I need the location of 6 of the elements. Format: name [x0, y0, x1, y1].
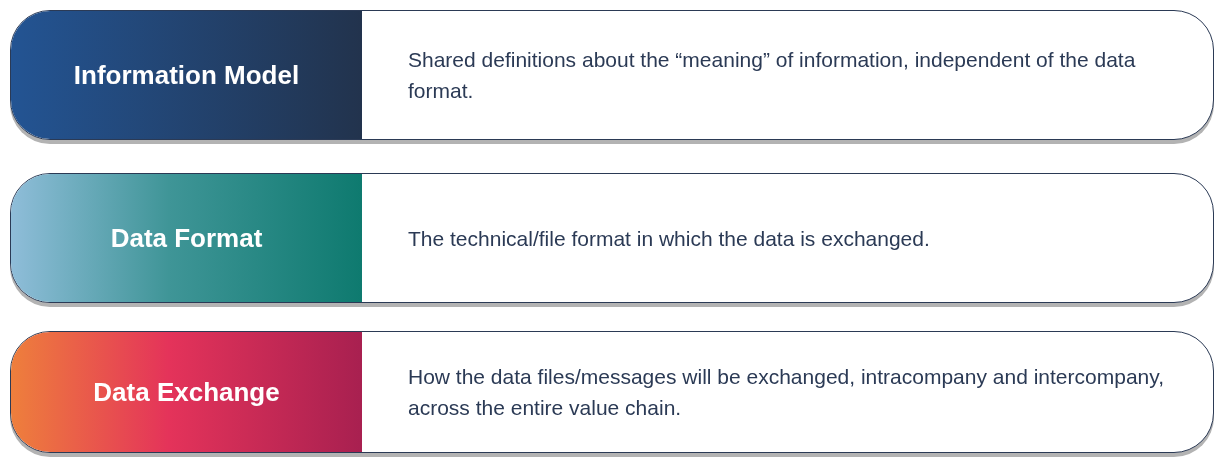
card-description: Shared definitions about the “meaning” of information, independent of the data format.	[408, 47, 1137, 104]
card-description: How the data files/messages will be exchanged, intracompany and intercompany, across the entire value chain.	[408, 364, 1166, 421]
card-heading: Information Model	[72, 58, 301, 92]
card-description: The technical/file format in which the data is exchanged.	[408, 225, 930, 252]
card-heading: Data Exchange	[92, 375, 281, 409]
card-heading: Data Format	[109, 221, 264, 255]
